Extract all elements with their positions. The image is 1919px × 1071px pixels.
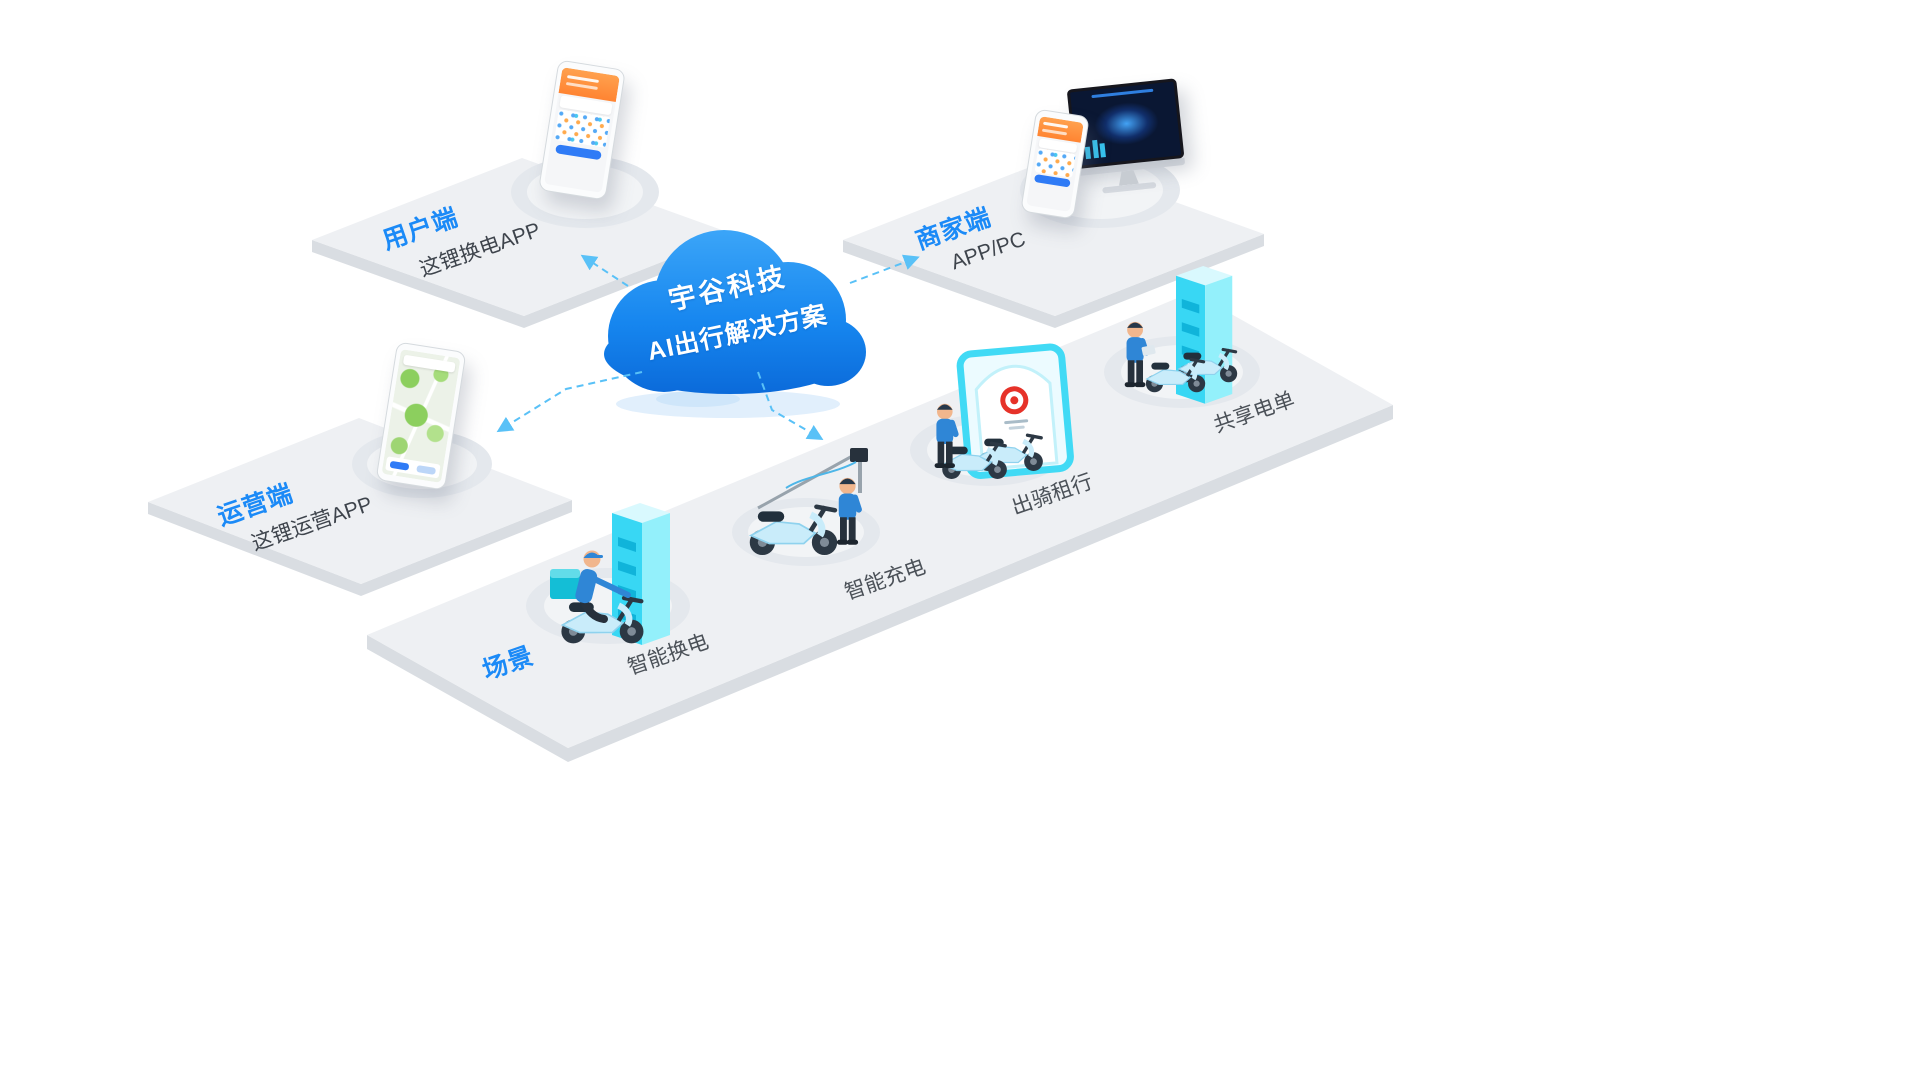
charging-pole [757,452,857,510]
arrow-to-user [580,254,629,287]
monitor-stand-neck [1118,170,1139,186]
scene-swap-illustration [550,503,670,645]
dashboard-bar-chart [1085,146,1092,160]
platform-user-side [312,234,733,328]
platform-merchant-side [843,234,1264,328]
user-phone-screen [544,67,620,193]
operator-phone-map-screen [381,349,461,483]
scene-charge-illustration [750,448,868,555]
merchant-app-icon-grid [1034,148,1077,178]
merchant-phone-screen [1026,116,1084,212]
dashboard-map-glow [1092,99,1161,148]
kiosk-text-line2 [1008,425,1025,430]
rider-leg [580,597,608,623]
dashboard-bar-chart [1099,143,1106,158]
cloud-base [604,314,856,394]
charging-cable [785,461,857,489]
map-bottom-nav [385,456,441,479]
dashboard-title-bar [1091,88,1154,99]
arrow-to-operator [496,371,643,433]
map-search-bar [402,354,457,373]
scene-rental-illustration [934,343,1074,479]
rider-helmet-brim [592,555,603,558]
rider-arm [587,574,631,598]
arrow-to-scene [757,371,824,441]
attendant-tablet [1141,344,1156,356]
kiosk-text-line1 [1004,419,1029,425]
delivery-box [550,573,580,599]
charging-stand-screen [850,448,868,462]
delivery-box-lid [550,569,580,578]
charging-stand-post [858,461,862,493]
scene-shared-illustration [1124,266,1237,404]
dashboard-bar-chart [1091,139,1099,159]
cloud-shadow-inner [656,391,740,407]
connectors [496,254,920,441]
kiosk-logo-center [1010,396,1019,405]
user-app-icon-grid [554,109,610,148]
cloud [604,230,866,394]
